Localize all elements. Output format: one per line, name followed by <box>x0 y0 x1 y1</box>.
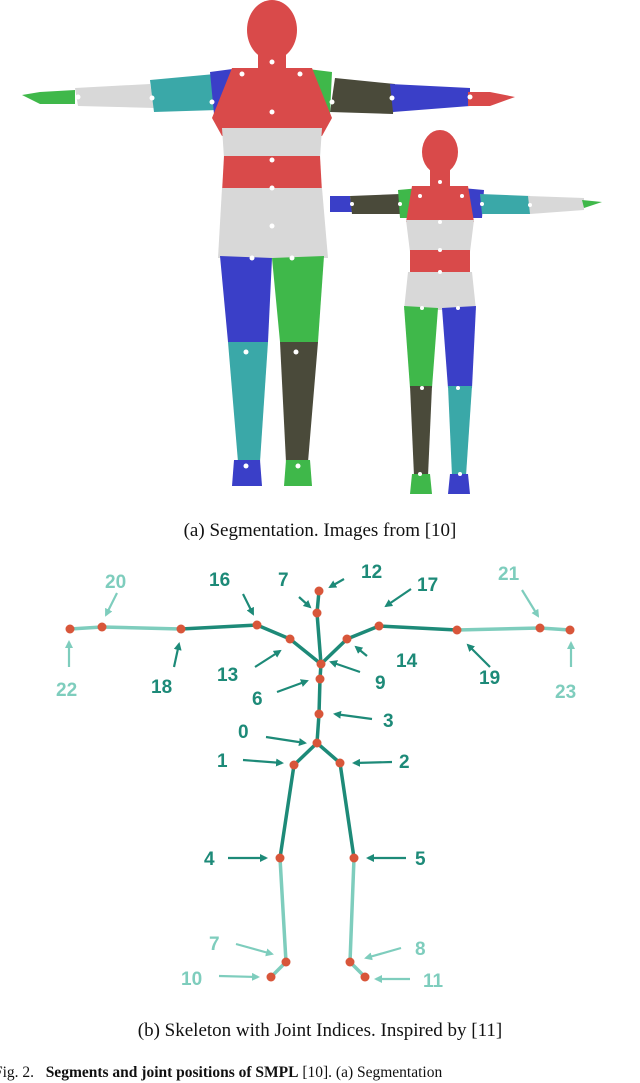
body-front-view <box>330 130 602 494</box>
front-pelvis-segment <box>404 272 476 310</box>
joint-left-knee <box>275 853 285 863</box>
front-right-forearm-segment <box>480 194 530 214</box>
left-shin-segment <box>228 342 268 462</box>
body-back-view <box>22 0 515 486</box>
front-waist-segment <box>410 250 470 274</box>
front-right-foot-segment <box>448 474 470 494</box>
front-left-hand-segment <box>330 196 352 212</box>
head-segment <box>247 0 297 60</box>
label-17: 17 <box>417 575 438 596</box>
skeleton-bones <box>68 589 572 979</box>
front-left-foot-segment <box>410 474 432 494</box>
label-16: 16 <box>209 570 230 591</box>
right-upperarm-segment <box>330 78 395 114</box>
label-11: 11 <box>423 971 444 992</box>
front-neck-segment <box>430 168 450 186</box>
right-shin-segment <box>280 342 318 462</box>
label-13: 13 <box>217 665 238 686</box>
label-19: 19 <box>479 668 500 689</box>
joint-left-hip <box>289 760 299 770</box>
joint-right-hand <box>565 625 575 635</box>
label-18: 18 <box>151 677 172 698</box>
joint-left-foot <box>266 972 276 982</box>
left-foot-segment <box>232 460 262 486</box>
skeleton-figure: 12 7 16 17 13 14 9 6 3 0 1 2 4 5 18 19 2… <box>56 562 576 992</box>
label-7-neck: 7 <box>278 570 289 591</box>
figure-title: Segments and joint positions of SMPL <box>45 1064 299 1081</box>
caption-skeleton: (b) Skeleton with Joint Indices. Inspire… <box>137 1020 503 1041</box>
right-foot-segment <box>284 460 312 486</box>
front-chest-segment <box>406 186 474 222</box>
left-upperarm-segment <box>150 74 218 112</box>
front-abdomen-segment <box>406 220 474 252</box>
segmentation-figure <box>22 0 602 494</box>
front-left-forearm-segment <box>350 194 402 214</box>
joint-labels: 12 7 16 17 13 14 9 6 3 0 1 2 4 5 18 19 2… <box>56 562 576 992</box>
upper-back-segment <box>212 68 332 136</box>
front-left-shin-segment <box>410 386 432 476</box>
pelvis-segment <box>218 188 328 258</box>
left-thigh-segment <box>220 256 272 342</box>
joint-spine3 <box>316 659 326 669</box>
right-hand-segment <box>468 92 515 106</box>
joint-right-wrist <box>535 623 545 633</box>
front-right-hand-segment <box>528 196 584 214</box>
front-right-shin-segment <box>448 386 472 476</box>
joint-right-collar <box>342 634 352 644</box>
joint-arrows <box>65 578 575 983</box>
joint-left-wrist <box>97 622 107 632</box>
spine-band-segment <box>222 128 322 158</box>
joint-left-hand <box>65 624 75 634</box>
label-6: 6 <box>252 689 263 710</box>
front-right-thigh-segment <box>442 306 476 388</box>
lower-back-segment <box>222 156 322 192</box>
label-10: 10 <box>181 969 202 990</box>
label-23: 23 <box>555 682 576 703</box>
back-view-joints <box>75 59 473 469</box>
label-5: 5 <box>415 849 426 870</box>
right-forearm-segment <box>390 84 470 112</box>
label-1: 1 <box>217 751 228 772</box>
figure-caption-rest: [10]. (a) Segmentation <box>298 1064 443 1081</box>
joint-right-ankle <box>345 957 355 967</box>
label-20: 20 <box>105 572 126 593</box>
joint-right-hip <box>335 758 345 768</box>
joint-left-elbow <box>176 624 186 634</box>
label-4: 4 <box>204 849 215 870</box>
joint-head-top <box>314 586 324 596</box>
label-8: 8 <box>415 939 426 960</box>
joint-left-collar <box>285 634 295 644</box>
joint-right-elbow <box>452 625 462 635</box>
joint-spine1 <box>314 709 324 719</box>
label-0: 0 <box>238 722 249 743</box>
figure-number: Fig. 2. <box>0 1064 35 1081</box>
joint-pelvis <box>312 738 322 748</box>
caption-segmentation: (a) Segmentation. Images from [10] <box>183 520 457 541</box>
joint-left-ankle <box>281 957 291 967</box>
left-hand-segment <box>22 90 75 104</box>
joint-neck <box>312 608 322 618</box>
joint-left-shoulder <box>252 620 262 630</box>
label-22: 22 <box>56 680 77 701</box>
front-head-segment <box>422 130 458 174</box>
figure-caption: Fig. 2. Segments and joint positions of … <box>0 1063 640 1083</box>
front-right-fingers-segment <box>582 200 602 208</box>
joint-right-knee <box>349 853 359 863</box>
joint-spine2 <box>315 674 325 684</box>
label-9: 9 <box>375 673 386 694</box>
skeleton-joints <box>65 586 575 982</box>
label-14: 14 <box>396 651 418 672</box>
label-21: 21 <box>498 564 520 585</box>
front-view-joints <box>350 180 532 476</box>
joint-right-foot <box>360 972 370 982</box>
label-7-ankle: 7 <box>209 934 220 955</box>
left-forearm-segment <box>75 84 155 108</box>
label-3: 3 <box>383 711 394 732</box>
label-12: 12 <box>361 562 382 583</box>
right-thigh-segment <box>272 256 324 342</box>
label-2: 2 <box>399 752 410 773</box>
front-left-thigh-segment <box>404 306 438 388</box>
joint-right-shoulder <box>374 621 384 631</box>
